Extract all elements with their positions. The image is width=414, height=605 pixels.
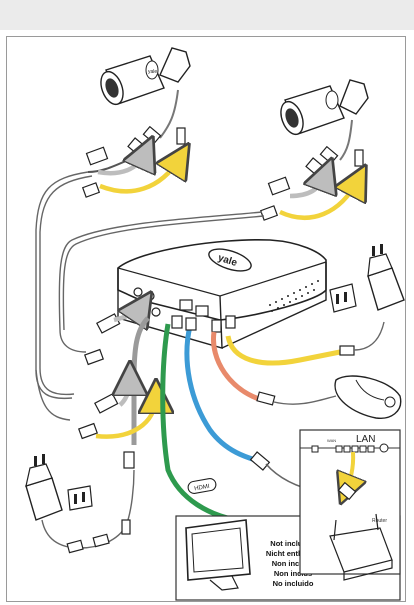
hdmi-tag: HDMI (187, 478, 217, 494)
power-splitter-plugs (66, 451, 135, 554)
bnc-connector-left-a (81, 146, 109, 198)
router-caption: Router (372, 518, 387, 524)
camera-right-tail-cable (339, 119, 353, 161)
camera-right-power-arrow (279, 180, 358, 220)
power-adapter-left (25, 454, 63, 521)
camera-right-power-plug (354, 149, 364, 167)
camera-left-video-arrow (97, 152, 146, 173)
dvr-brand-logo: yale (208, 248, 252, 272)
camera-left-logo: yale (148, 69, 157, 75)
usb-mouse-cable (211, 331, 263, 403)
plug-adapter-right (329, 283, 357, 313)
hdmi-cable (160, 323, 237, 523)
lan-plug-router (249, 451, 271, 471)
dvr-power-cable (225, 335, 341, 366)
not-included-en: Not included (270, 539, 316, 548)
camera-right (280, 79, 369, 136)
monitor (185, 519, 251, 591)
splitter-block (121, 519, 131, 535)
extension-cables (35, 171, 265, 421)
not-included-it: Non inclusa (272, 559, 315, 568)
power-adapter-right (367, 244, 405, 311)
mouse (334, 375, 402, 419)
bnc-connector-right-a (259, 176, 291, 221)
hdmi-plug (171, 315, 183, 329)
dvr-bnc-connectors (78, 313, 121, 440)
power-arrow-left (95, 396, 156, 439)
video-in-arrow-1 (113, 306, 142, 320)
wan-label: WAN (327, 438, 336, 443)
camera-left-tail-cable (159, 89, 179, 139)
lan-plug-dvr (185, 317, 197, 331)
camera-left-power-arrow (99, 158, 180, 194)
not-included-text: Not included Nicht enthalten Non inclusa… (266, 539, 321, 588)
dvr-power-plug (339, 345, 355, 356)
camera-left-power-plug (176, 127, 186, 145)
lan-cable (184, 325, 263, 465)
camera-left: yale (100, 47, 191, 106)
top-banner-strip (0, 0, 414, 30)
video-in-arrow-2 (120, 378, 130, 407)
not-included-fr: Non inclus (274, 569, 312, 578)
not-included-es: No incluido (273, 579, 314, 588)
mouse-cord (273, 395, 337, 405)
plug-adapter-left (67, 485, 93, 511)
hdmi-label: HDMI (194, 484, 210, 493)
usb-plug (256, 391, 276, 406)
router-panel: WAN LAN Router (299, 429, 401, 581)
dvr-adapter-cord (353, 321, 385, 351)
lan-label: LAN (356, 434, 375, 445)
camera-right-video-arrow (289, 174, 326, 199)
not-included-de: Nicht enthalten (266, 549, 321, 558)
camera-right-bnc-connector (305, 145, 339, 178)
